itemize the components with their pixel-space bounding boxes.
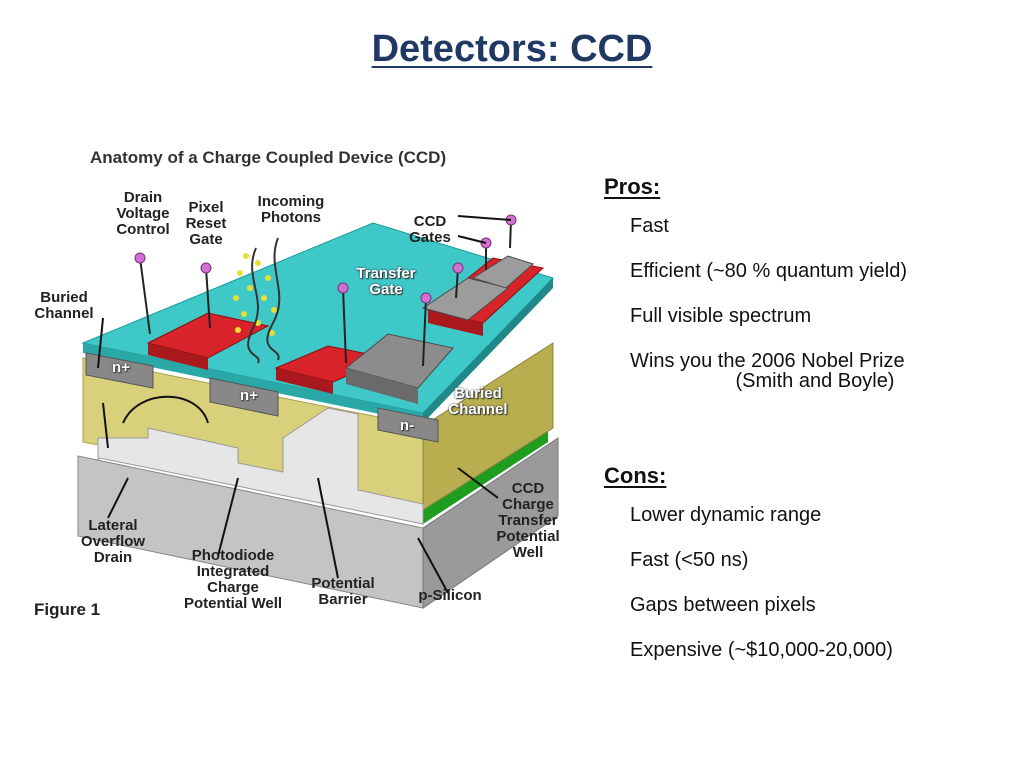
transfer-gate-front	[276, 368, 333, 394]
teal-oxide-edge	[83, 343, 423, 423]
label-leader-lines	[97, 215, 512, 594]
ccd-gate-gray-3	[471, 255, 534, 289]
ccd-diagram-graphic	[77, 214, 559, 609]
label-lateral-overflow-drain: Lateral Overflow Drain	[80, 517, 146, 566]
pros-item: Fast	[630, 215, 669, 237]
pixel-reset-gate-front	[148, 343, 208, 370]
ccd-gate-gray-1	[344, 333, 454, 389]
pros-item: Wins you the 2006 Nobel Prize	[630, 350, 905, 372]
label-n-plus-left: n+	[112, 359, 130, 376]
pros-item-note: (Smith and Boyle)	[735, 370, 895, 392]
label-drain-voltage-control: Drain Voltage Control	[116, 189, 170, 238]
cons-heading: Cons:	[604, 463, 667, 488]
yellow-side-region	[422, 342, 554, 511]
figure-title: Anatomy of a Charge Coupled Device (CCD)	[90, 148, 447, 167]
label-incoming-photons: Incoming Photons	[257, 193, 325, 226]
slide-title-container: Detectors: CCD	[0, 28, 1024, 71]
pros-cons-list: Pros: Fast Efficient (~80 % quantum yiel…	[604, 170, 1004, 673]
cons-item: Lower dynamic range	[630, 504, 822, 526]
label-buried-channel-left: Buried Channel	[34, 289, 94, 322]
ccd-gate-red-front	[428, 310, 483, 336]
label-n-plus-center: n+	[240, 387, 258, 404]
figure-caption: Figure 1	[34, 600, 101, 619]
p-silicon-side-face	[422, 437, 559, 609]
slide-title: Detectors: CCD	[371, 28, 653, 70]
label-pixel-reset-gate: Pixel Reset Gate	[185, 199, 227, 248]
label-n-minus: n-	[399, 417, 415, 434]
pros-item: Efficient (~80 % quantum yield)	[630, 260, 908, 282]
n-plus-center-region	[209, 377, 279, 417]
label-transfer-gate: Transfer Gate	[356, 265, 416, 298]
incoming-photons-graphic	[233, 253, 277, 336]
ccd-gate-gray-2	[421, 277, 510, 321]
label-ccd-charge-transfer-well: CCD Charge Transfer Potential Well	[496, 480, 560, 561]
ccd-anatomy-figure: Anatomy of a Charge Coupled Device (CCD)…	[28, 138, 572, 628]
pros-item: Full visible spectrum	[630, 305, 812, 327]
label-p-silicon: p-Silicon	[418, 587, 482, 604]
potential-well-profile	[97, 407, 424, 525]
cons-item: Expensive (~$10,000-20,000)	[630, 639, 893, 661]
cons-item: Gaps between pixels	[630, 594, 816, 616]
green-layer-side	[423, 428, 548, 524]
pin-heads	[134, 214, 517, 304]
label-photodiode-well: Photodiode Integrated Charge Potential W…	[183, 547, 283, 612]
label-ccd-gates: CCD Gates	[409, 213, 451, 246]
cons-item: Fast (<50 ns)	[630, 549, 749, 571]
n-minus-region	[377, 407, 439, 443]
teal-oxide-side-edge	[423, 278, 553, 423]
control-pins	[139, 219, 512, 367]
n-plus-left-region	[85, 352, 154, 389]
ccd-gate-gray-1-front	[346, 368, 418, 404]
list-spacer	[604, 407, 1004, 459]
pros-heading: Pros:	[604, 174, 661, 199]
photon-path-2	[266, 237, 281, 361]
label-buried-channel-right: Buried Channel	[448, 385, 508, 418]
label-potential-barrier: Potential Barrier	[311, 575, 375, 608]
photon-path-1	[247, 247, 260, 364]
